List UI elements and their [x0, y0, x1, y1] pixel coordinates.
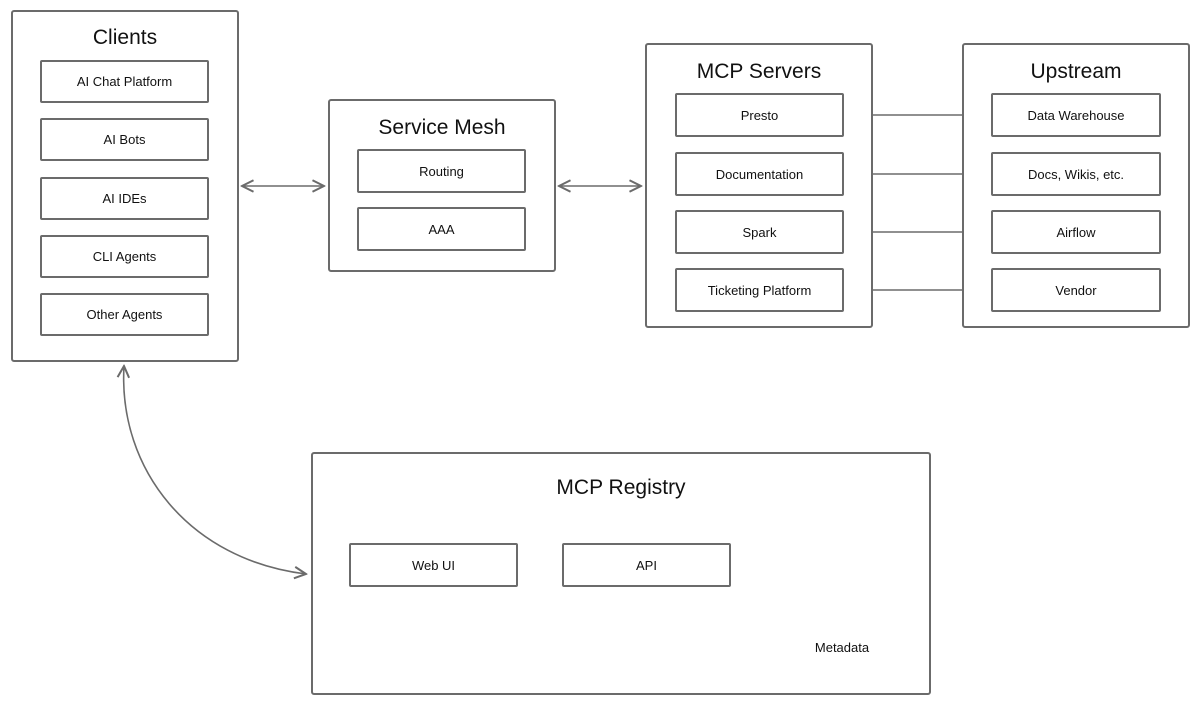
client-cli-agents[interactable]: CLI Agents: [40, 235, 209, 278]
clients-title: Clients: [92, 26, 158, 49]
service-mesh-title: Service Mesh: [378, 116, 506, 139]
upstream-docs-wikis[interactable]: Docs, Wikis, etc.: [991, 152, 1161, 196]
server-ticketing-platform[interactable]: Ticketing Platform: [675, 268, 844, 312]
server-documentation[interactable]: Documentation: [675, 152, 844, 196]
client-other-agents[interactable]: Other Agents: [40, 293, 209, 336]
upstream-airflow[interactable]: Airflow: [991, 210, 1161, 254]
mesh-aaa[interactable]: AAA: [357, 207, 526, 251]
upstream-data-warehouse[interactable]: Data Warehouse: [991, 93, 1161, 137]
server-presto[interactable]: Presto: [675, 93, 844, 137]
registry-web-ui[interactable]: Web UI: [349, 543, 518, 587]
metadata-label: Metadata: [814, 640, 870, 655]
upstream-vendor[interactable]: Vendor: [991, 268, 1161, 312]
server-spark[interactable]: Spark: [675, 210, 844, 254]
clients-registry-arrow: [124, 366, 306, 574]
mesh-routing[interactable]: Routing: [357, 149, 526, 193]
client-ai-bots[interactable]: AI Bots: [40, 118, 209, 161]
upstream-title: Upstream: [1030, 60, 1122, 83]
client-ai-ides[interactable]: AI IDEs: [40, 177, 209, 220]
mcp-servers-title: MCP Servers: [696, 60, 822, 83]
mcp-registry-title: MCP Registry: [556, 476, 686, 499]
registry-api[interactable]: API: [562, 543, 731, 587]
client-ai-chat-platform[interactable]: AI Chat Platform: [40, 60, 209, 103]
